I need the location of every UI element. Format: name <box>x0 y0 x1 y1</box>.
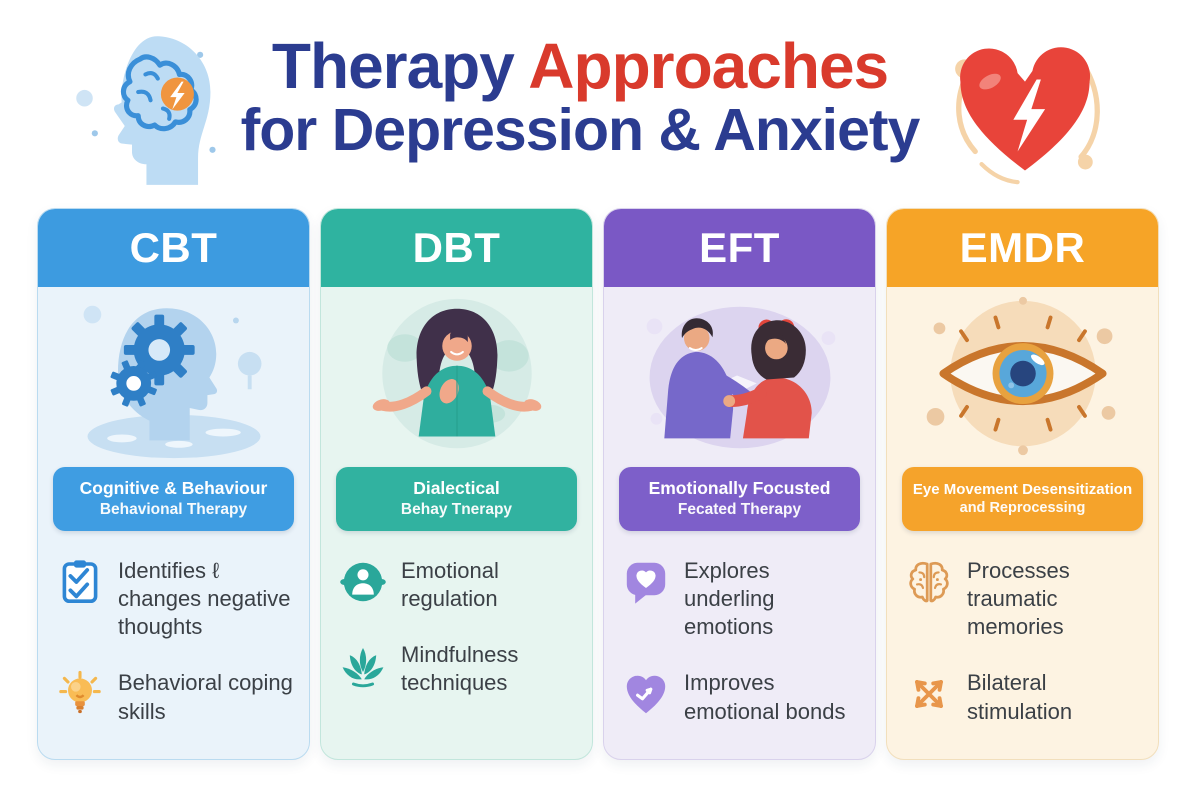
bullet-text: Explores underling emotions <box>684 558 775 640</box>
cbt-bullets: Identifies ℓ changes negative thoughts B… <box>38 531 309 726</box>
emdr-badge-line2: and Reprocessing <box>959 500 1086 517</box>
cbt-head-gears-illustration <box>38 287 309 467</box>
bullet-text: Improves emotional bonds <box>684 670 846 724</box>
eft-name-badge: Emotionally Focusted Fecated Therapy <box>619 467 860 531</box>
page-title: Therapy Approaches for Depression & Anxi… <box>215 33 945 164</box>
card-dbt-title: DBT <box>321 209 592 287</box>
card-emdr-title: EMDR <box>887 209 1158 287</box>
eft-bullets: Explores underling emotions Improves emo… <box>604 531 875 726</box>
emdr-badge-line1: Eye Movement Desensitization <box>912 480 1133 498</box>
card-cbt: CBT <box>37 208 310 760</box>
lotus-icon <box>339 642 387 690</box>
subtitle-main: Depression & Anxiety <box>331 97 921 164</box>
list-item: Behavioral coping skills <box>56 669 299 725</box>
dbt-badge-line2: Behay Tnerapy <box>400 501 513 519</box>
head-brain-icon <box>68 28 228 188</box>
chat-heart-icon <box>622 558 670 606</box>
list-item: Bilateral stimulation <box>905 669 1148 725</box>
dbt-bullets: Emotional regulation Mindfulness techniq… <box>321 531 592 698</box>
heart-bolt-icon <box>935 35 1115 185</box>
list-item: Explores underling emotions <box>622 557 865 641</box>
bullet-text: Emotional regulation <box>401 558 499 612</box>
title-word-approaches: Approaches <box>528 30 889 102</box>
card-dbt: DBT Dialectical Behay Tn <box>320 208 593 760</box>
person-circle-icon <box>339 558 387 606</box>
emdr-bullets: Processes traumatic memories Bilateral s… <box>887 531 1158 726</box>
dbt-badge-line1: Dialectical <box>413 478 500 499</box>
eft-badge-line1: Emotionally Focusted <box>648 478 831 499</box>
cbt-badge-line2: Behavional Therapy <box>99 501 248 519</box>
list-item: Improves emotional bonds <box>622 669 865 725</box>
eft-badge-line2: Fecated Therapy <box>677 501 802 519</box>
crossed-arrows-icon <box>905 670 953 718</box>
card-eft-title: EFT <box>604 209 875 287</box>
dbt-name-badge: Dialectical Behay Tnerapy <box>336 467 577 531</box>
bullet-text: Mindfulness techniques <box>401 642 519 696</box>
card-eft: EFT <box>603 208 876 760</box>
list-item: Emotional regulation <box>339 557 582 613</box>
card-emdr: EMDR Eye Movement Desensitization <box>886 208 1159 760</box>
card-cbt-title: CBT <box>38 209 309 287</box>
title-word-therapy: Therapy <box>271 30 515 102</box>
brain-icon <box>905 558 953 606</box>
lightbulb-icon <box>56 670 104 718</box>
emdr-eye-illustration <box>887 287 1158 467</box>
bullet-text: Behavioral coping skills <box>118 670 293 724</box>
list-item: Processes traumatic memories <box>905 557 1148 641</box>
eft-couple-heart-illustration <box>604 287 875 467</box>
list-item: Identifies ℓ changes negative thoughts <box>56 557 299 641</box>
heart-bond-icon <box>622 670 670 718</box>
infographic-header: Therapy Approaches for Depression & Anxi… <box>0 0 1200 200</box>
therapy-cards-row: CBT <box>37 208 1159 760</box>
bullet-text: Bilateral stimulation <box>967 670 1073 724</box>
list-item: Mindfulness techniques <box>339 641 582 697</box>
dbt-meditating-woman-illustration <box>321 287 592 467</box>
emdr-name-badge: Eye Movement Desensitization and Reproce… <box>902 467 1143 531</box>
bullet-text: Processes traumatic memories <box>967 558 1070 640</box>
cbt-badge-line1: Cognitive & Behaviour <box>79 478 268 499</box>
cbt-name-badge: Cognitive & Behaviour Behavional Therapy <box>53 467 294 531</box>
bullet-text: Identifies ℓ changes negative thoughts <box>118 558 291 640</box>
checklist-icon <box>56 558 104 606</box>
subtitle-word-for: for <box>240 97 318 164</box>
